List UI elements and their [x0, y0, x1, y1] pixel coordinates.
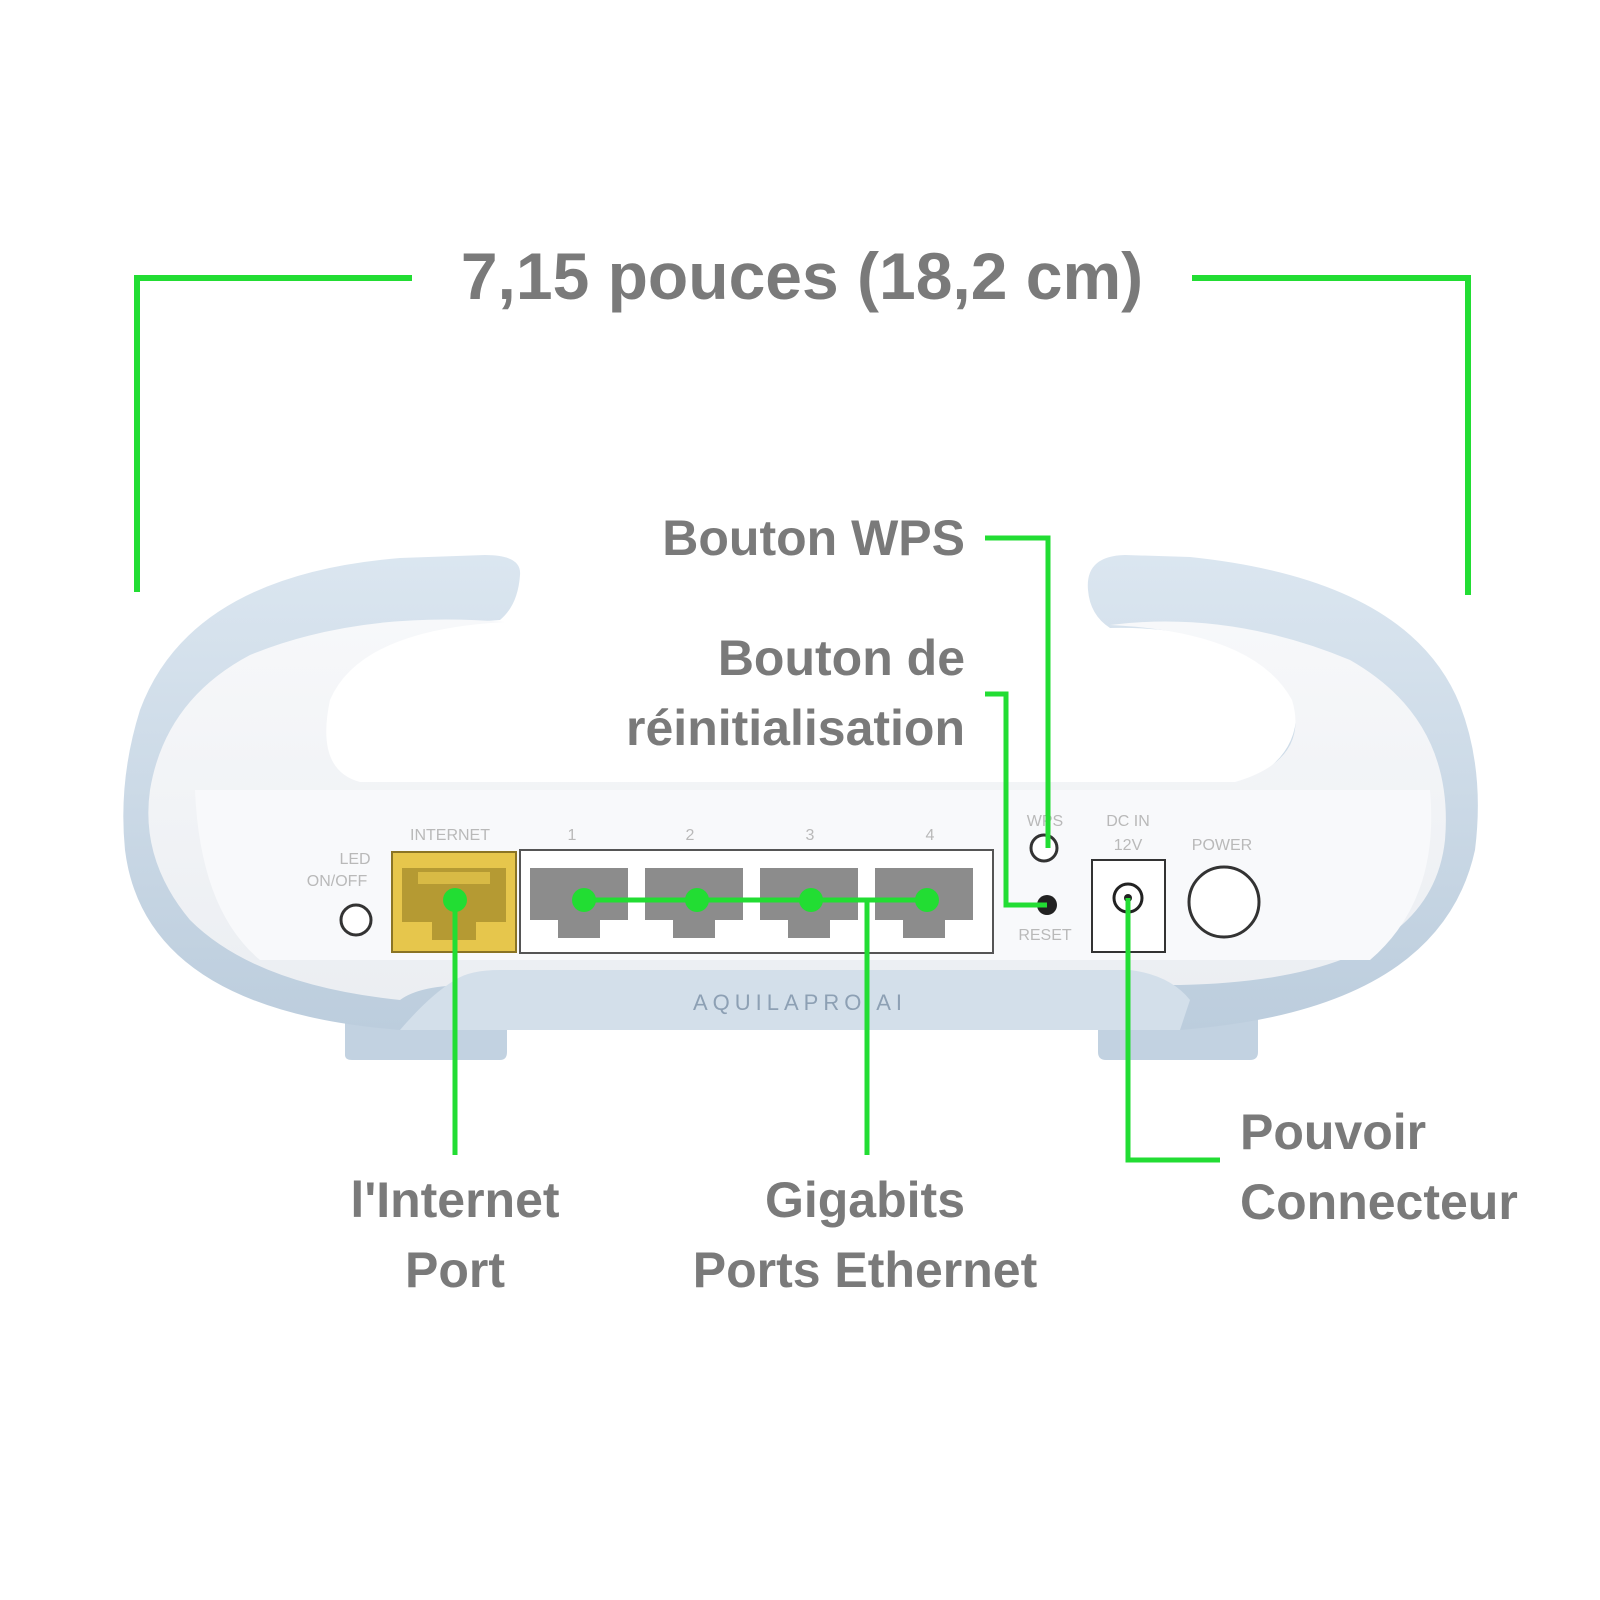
power-callout-line	[1125, 898, 1220, 1163]
port-label-2: 2	[686, 827, 695, 844]
ethernet-callout: Gigabits Ports Ethernet	[640, 1165, 1090, 1305]
port-label-1: 1	[568, 827, 577, 844]
port-3-dot	[799, 888, 823, 912]
port-2-dot	[685, 888, 709, 912]
power-callout-line2: Connecteur	[1240, 1174, 1518, 1230]
callout-dots	[443, 888, 939, 912]
port-label-4: 4	[926, 827, 935, 844]
wps-callout-line	[985, 535, 1051, 848]
callout-lines	[452, 535, 1220, 1163]
reset-callout: Bouton de réinitialisation	[520, 623, 965, 763]
wps-callout: Bouton WPS	[662, 510, 965, 566]
power-callout-line1: Pouvoir	[1240, 1104, 1427, 1160]
dimension-bracket	[134, 275, 1471, 595]
led-button[interactable]	[339, 903, 373, 937]
power-button[interactable]	[1187, 865, 1261, 939]
internet-label: INTERNET	[410, 827, 490, 844]
dc-label-2: 12V	[1114, 837, 1143, 854]
brand-logo: AQUILAPRO AI	[693, 990, 907, 1015]
reset-label: RESET	[1018, 927, 1072, 944]
reset-callout-line1: Bouton de	[717, 630, 965, 686]
reset-callout-line2: réinitialisation	[626, 700, 965, 756]
base-strip	[400, 970, 1190, 1030]
power-label: POWER	[1192, 837, 1252, 854]
internet-callout-line1: l'Internet	[350, 1172, 560, 1228]
port-1-dot	[572, 888, 596, 912]
internet-callout: l'Internet Port	[300, 1165, 610, 1305]
dimension-label: 7,15 pouces (18,2 cm)	[460, 239, 1144, 313]
internet-callout-line2: Port	[405, 1242, 505, 1298]
ethernet-callout-line2: Ports Ethernet	[692, 1242, 1038, 1298]
wps-label: WPS	[1027, 813, 1063, 830]
ethernet-callout-line1: Gigabits	[764, 1172, 966, 1228]
dc-label-1: DC IN	[1106, 813, 1150, 830]
reset-callout-line	[985, 691, 1047, 908]
power-callout: Pouvoir Connecteur	[1240, 1097, 1570, 1237]
internet-dot	[443, 888, 467, 912]
wps-button[interactable]	[1029, 833, 1059, 863]
port-4-dot	[915, 888, 939, 912]
port-label-3: 3	[806, 827, 815, 844]
led-label-2: ON/OFF	[307, 873, 368, 890]
led-label-1: LED	[339, 851, 370, 868]
